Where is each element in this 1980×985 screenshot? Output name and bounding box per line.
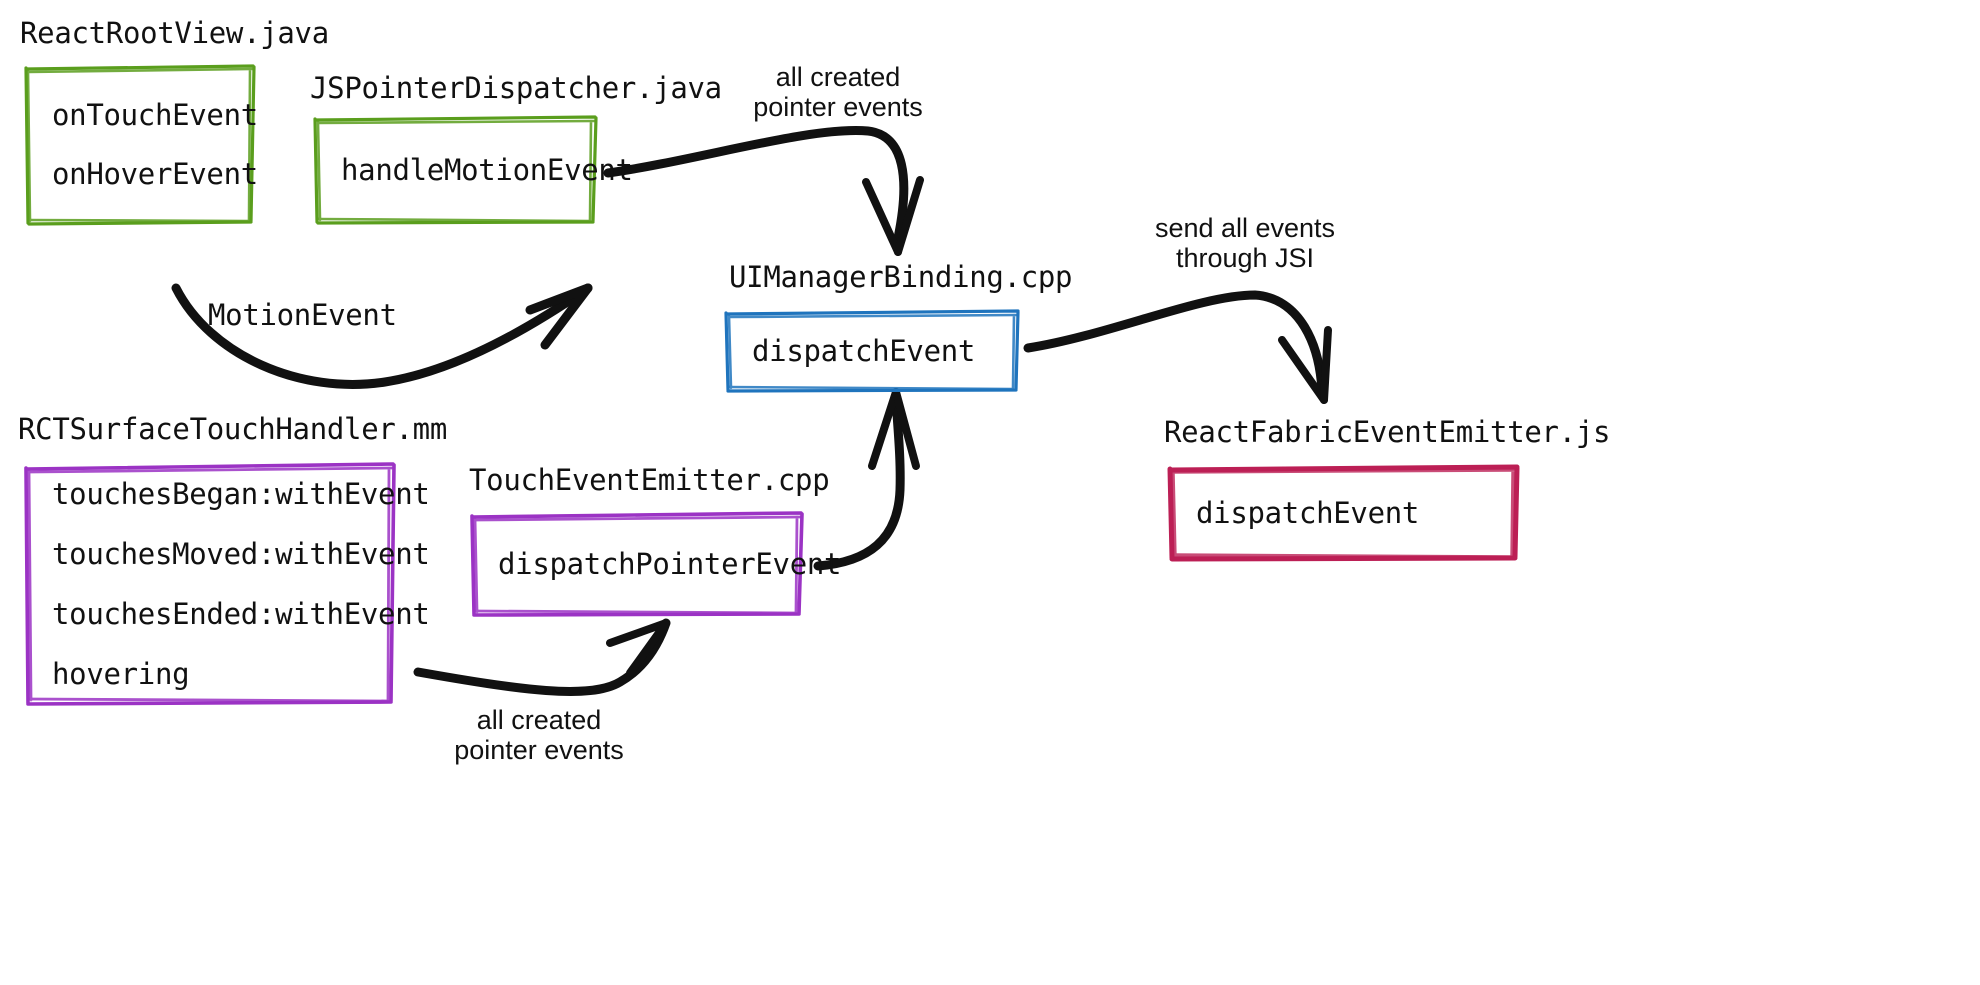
- node-line: handleMotionEvent: [341, 152, 633, 187]
- arrow-ios-pointer-events: [413, 618, 671, 696]
- node-title-rct-surface-touch-handler: RCTSurfaceTouchHandler.mm: [18, 412, 447, 446]
- node-line: touchesBegan:withEvent: [52, 476, 430, 511]
- edge-label-ios-pointer-events: all created pointer events: [454, 705, 624, 766]
- node-body-ui-manager-binding: dispatchEvent: [726, 312, 1019, 390]
- edge-label-jsi: send all events through JSI: [1154, 213, 1336, 274]
- node-line: dispatchEvent: [1196, 495, 1420, 530]
- node-line: onTouchEvent: [52, 97, 258, 132]
- node-box-touch-event-emitter[interactable]: dispatchPointerEvent: [470, 511, 842, 617]
- edge-label-motion-event: MotionEvent: [208, 298, 397, 332]
- node-line: onHoverEvent: [52, 156, 258, 191]
- node-box-rct-surface-touch-handler[interactable]: touchesBegan:withEvent touchesMoved:with…: [24, 462, 430, 706]
- node-line: dispatchPointerEvent: [498, 546, 842, 581]
- node-body-react-fabric-event-emitter: dispatchEvent: [1170, 468, 1518, 558]
- node-title-ui-manager-binding: UIManagerBinding.cpp: [729, 260, 1073, 294]
- node-title-touch-event-emitter: TouchEventEmitter.cpp: [469, 463, 830, 497]
- arrow-jsi: [1023, 290, 1332, 404]
- node-body-touch-event-emitter: dispatchPointerEvent: [472, 514, 842, 614]
- node-box-react-root-view[interactable]: onTouchEvent onHoverEvent: [24, 64, 258, 226]
- node-box-react-fabric-event-emitter[interactable]: dispatchEvent: [1167, 464, 1520, 562]
- node-line: touchesMoved:withEvent: [52, 536, 430, 571]
- node-body-react-root-view: onTouchEvent onHoverEvent: [26, 66, 258, 223]
- node-title-react-fabric-event-emitter: ReactFabricEventEmitter.js: [1164, 415, 1611, 449]
- node-line: dispatchEvent: [752, 333, 976, 368]
- node-title-js-pointer-dispatcher: JSPointerDispatcher.java: [310, 71, 722, 105]
- node-box-ui-manager-binding[interactable]: dispatchEvent: [724, 309, 1020, 393]
- arrow-android-pointer-events: [603, 126, 924, 256]
- edge-label-android-pointer-events: all created pointer events: [753, 62, 923, 123]
- node-line: touchesEnded:withEvent: [52, 596, 430, 631]
- node-body-js-pointer-dispatcher: handleMotionEvent: [315, 118, 633, 222]
- node-body-rct-surface-touch-handler: touchesBegan:withEvent touchesMoved:with…: [26, 465, 430, 703]
- node-box-js-pointer-dispatcher[interactable]: handleMotionEvent: [313, 115, 633, 225]
- node-line: hovering: [52, 656, 190, 691]
- arrow-pointer-event-to-binding: [813, 388, 920, 571]
- node-title-react-root-view: ReactRootView.java: [20, 16, 329, 50]
